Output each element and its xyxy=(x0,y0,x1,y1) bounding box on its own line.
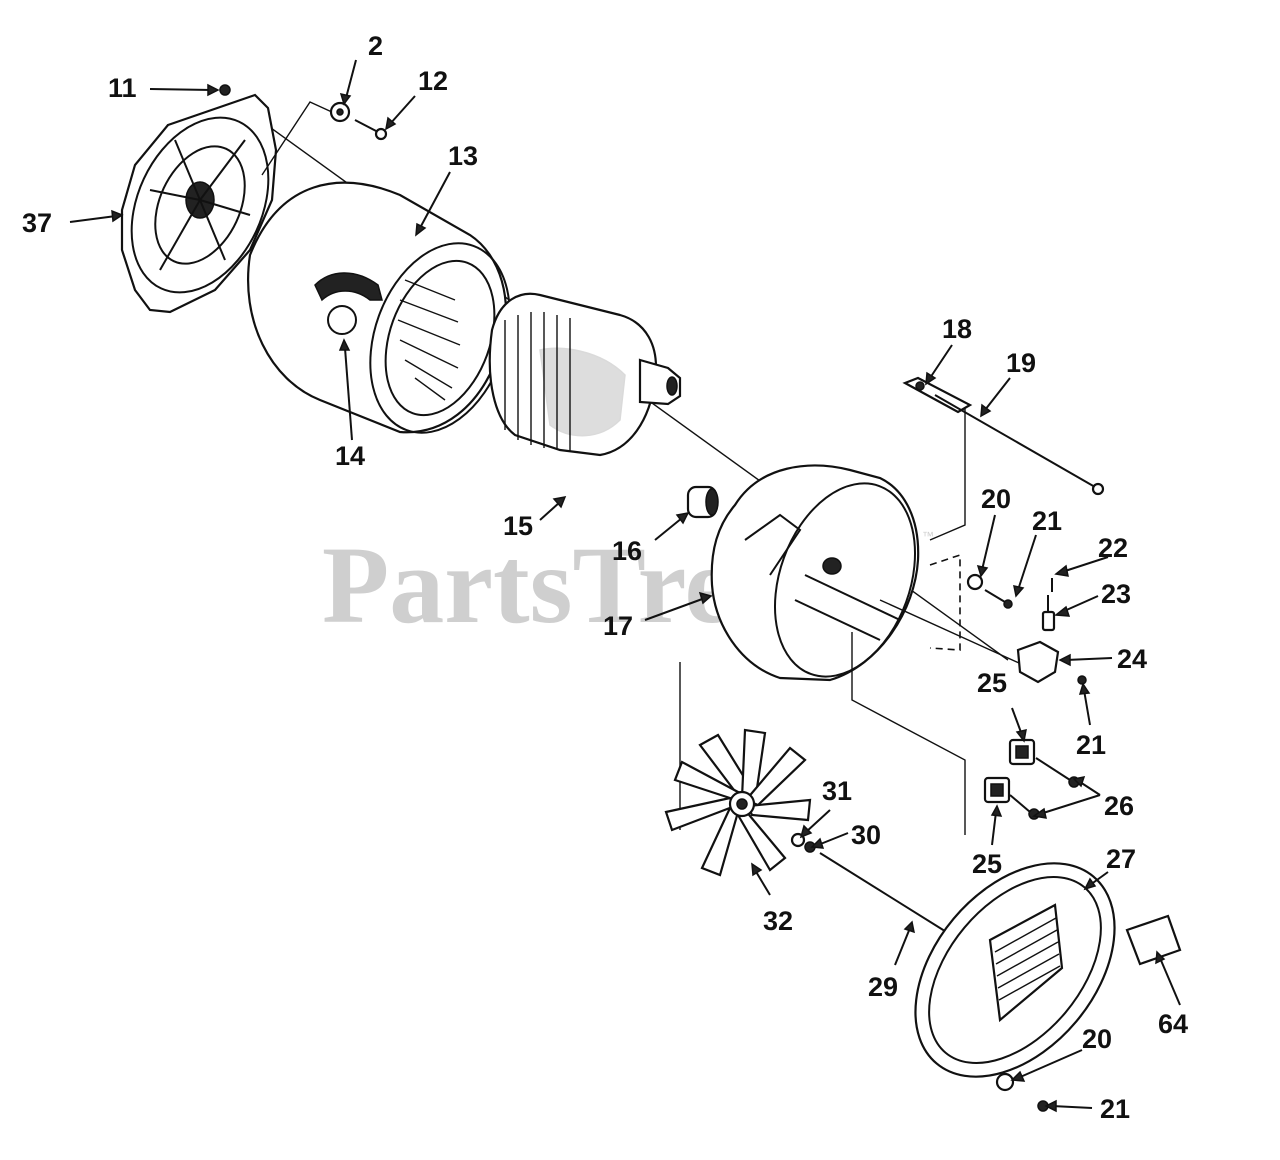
callout-29: 29 xyxy=(868,972,898,1002)
stator-housing xyxy=(247,181,511,434)
callout-12: 12 xyxy=(418,66,448,96)
callout-25-upper: 25 xyxy=(977,668,1007,698)
callout-64: 64 xyxy=(1158,1009,1188,1039)
callout-20-lower: 20 xyxy=(1082,1024,1112,1054)
callout-23: 23 xyxy=(1101,579,1131,609)
bearing-16 xyxy=(686,485,719,519)
leader-bracket-25 xyxy=(851,632,966,835)
callout-21-upper: 21 xyxy=(1032,506,1062,536)
callout-11: 11 xyxy=(108,73,137,103)
callout-14: 14 xyxy=(335,441,365,471)
label-64 xyxy=(1125,914,1182,966)
washer-20b xyxy=(995,1072,1015,1092)
leader-line-24 xyxy=(879,599,1031,669)
leader-arrows xyxy=(69,59,1181,1113)
callout-2: 2 xyxy=(368,31,383,61)
callout-37: 37 xyxy=(22,208,52,238)
end-bell-left xyxy=(120,93,278,314)
callout-21-mid: 21 xyxy=(1076,730,1106,760)
rear-cover-27 xyxy=(914,862,1116,1078)
callout-27: 27 xyxy=(1106,844,1136,874)
fan-32 xyxy=(664,662,812,877)
tie-rod-19 xyxy=(902,376,1105,541)
callout-31: 31 xyxy=(822,776,852,806)
washer-20a xyxy=(966,573,984,591)
through-bolt-29 xyxy=(819,852,958,942)
callout-labels: 11 2 12 13 37 14 15 16 17 18 19 20 21 22… xyxy=(22,31,1188,1124)
callout-19: 19 xyxy=(1006,348,1036,378)
armature xyxy=(488,292,682,457)
callout-13: 13 xyxy=(448,141,478,171)
brush-holder-upper xyxy=(1008,738,1080,788)
callout-30: 30 xyxy=(851,820,881,850)
switch-assembly xyxy=(1016,578,1087,685)
callout-15: 15 xyxy=(503,511,533,541)
callout-25-lower: 25 xyxy=(972,849,1002,879)
watermark-trademark: ™ xyxy=(922,529,934,543)
callout-21-lower: 21 xyxy=(1100,1094,1130,1124)
dashed-bracket xyxy=(929,553,961,651)
callout-24: 24 xyxy=(1117,644,1147,674)
callout-16: 16 xyxy=(612,536,642,566)
watermark: PartsTree xyxy=(322,524,782,646)
callout-22: 22 xyxy=(1098,533,1128,563)
callout-32: 32 xyxy=(763,906,793,936)
screw-21a xyxy=(984,589,1013,609)
screw-11 xyxy=(219,84,231,96)
callout-26: 26 xyxy=(1104,791,1134,821)
callout-18: 18 xyxy=(942,314,972,344)
callout-20-upper: 20 xyxy=(981,484,1011,514)
callout-17: 17 xyxy=(603,611,633,641)
end-bell-shroud xyxy=(710,464,920,682)
bolt-12 xyxy=(354,119,388,141)
